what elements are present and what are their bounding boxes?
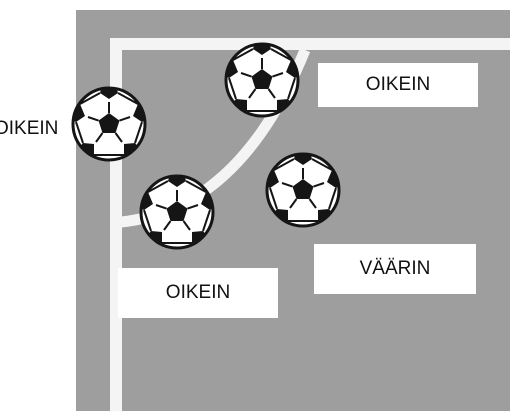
touch-line (110, 38, 510, 50)
label-bottom-right-wrong: VÄÄRIN (314, 244, 476, 294)
label-top-right-correct: OIKEIN (318, 63, 478, 107)
label-bottom-left-correct: OIKEIN (118, 268, 278, 318)
label-left-correct: OIKEIN (0, 118, 59, 139)
